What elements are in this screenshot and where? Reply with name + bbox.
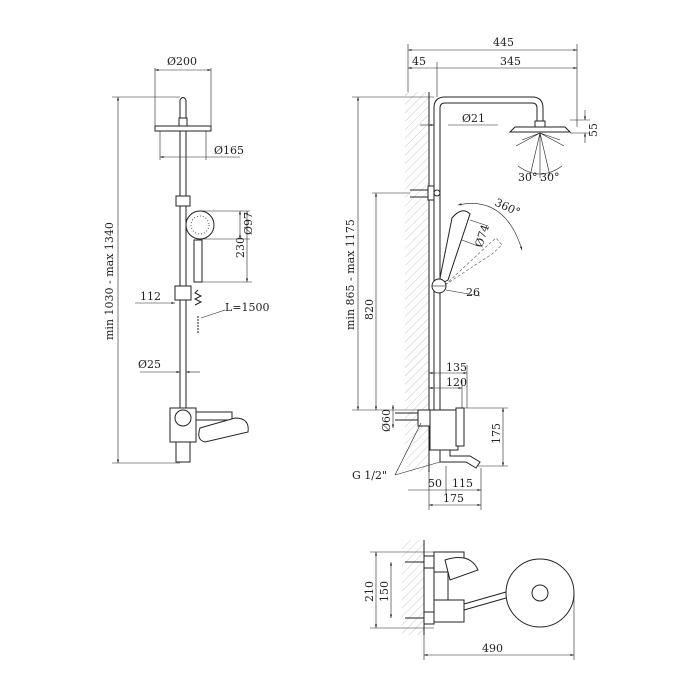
dim-outer-height: 210 xyxy=(363,581,376,602)
dim-head-height: 55 xyxy=(587,123,600,137)
hose xyxy=(193,289,203,306)
flange xyxy=(417,409,431,427)
dim-wall-offset: 45 xyxy=(412,55,426,68)
dim-depth-outer: 135 xyxy=(446,361,467,374)
dim-bracket-height: 820 xyxy=(363,299,376,320)
dim-slider-size: 26 xyxy=(466,286,480,299)
top-view: 210 150 490 xyxy=(363,540,575,660)
dim-hose-length: L=1500 xyxy=(225,301,270,314)
dim-depth-inner: 120 xyxy=(446,376,467,389)
dim-pole-diameter: Ø25 xyxy=(138,358,161,371)
side-shower-head xyxy=(508,126,572,133)
dim-head-diameter: Ø200 xyxy=(167,55,197,68)
dim-hand-shower-height: 230 xyxy=(234,237,247,258)
dim-hand-shower-diameter: Ø97 xyxy=(242,212,255,235)
dim-arm-reach: 345 xyxy=(500,55,521,68)
top-lever xyxy=(444,557,479,581)
shower-head xyxy=(154,125,212,132)
side-mixer-lever xyxy=(455,407,465,447)
dim-spray-left: 30° xyxy=(518,171,538,184)
label-thread: G 1/2" xyxy=(352,469,387,482)
top-wall xyxy=(402,540,424,635)
dim-spout-length: 115 xyxy=(452,477,473,490)
dim-mixer-height: 175 xyxy=(490,423,503,444)
dim-total-depth: 490 xyxy=(482,642,503,655)
dim-arm-diameter: Ø21 xyxy=(462,112,485,125)
dim-hand-shower-diameter-side: Ø74 xyxy=(472,223,491,249)
dim-spout-total: 175 xyxy=(443,492,464,505)
dim-flange-diameter: Ø60 xyxy=(380,409,393,432)
front-view: Ø200 Ø165 Ø97 230 112 L=1500 Ø25 min 103… xyxy=(103,55,270,464)
dim-total-height: min 1030 - max 1340 xyxy=(103,222,116,340)
top-mixer-lower xyxy=(433,599,465,623)
side-hand-shower xyxy=(439,210,471,283)
side-spout xyxy=(439,449,481,469)
spout xyxy=(175,441,191,463)
dim-inlet-spacing: 150 xyxy=(378,581,391,602)
dim-total-reach: 445 xyxy=(493,36,514,49)
side-view: 30° 30° 445 45 345 Ø21 55 360° Ø74 26 mi… xyxy=(344,36,600,510)
dim-spray-right: 30° xyxy=(540,171,560,184)
mixer-lever xyxy=(198,417,249,443)
wall xyxy=(405,92,429,472)
dim-plate-diameter: Ø165 xyxy=(214,144,244,157)
hand-shower-handle xyxy=(193,239,203,283)
slider xyxy=(174,285,192,301)
dim-rotation: 360° xyxy=(493,196,523,219)
side-mixer-body xyxy=(429,409,459,451)
dim-slider-offset: 112 xyxy=(140,290,161,303)
hand-shower-head xyxy=(185,210,215,240)
dim-spout-offset: 50 xyxy=(428,477,442,490)
dim-height-range: min 865 - max 1175 xyxy=(344,219,357,330)
